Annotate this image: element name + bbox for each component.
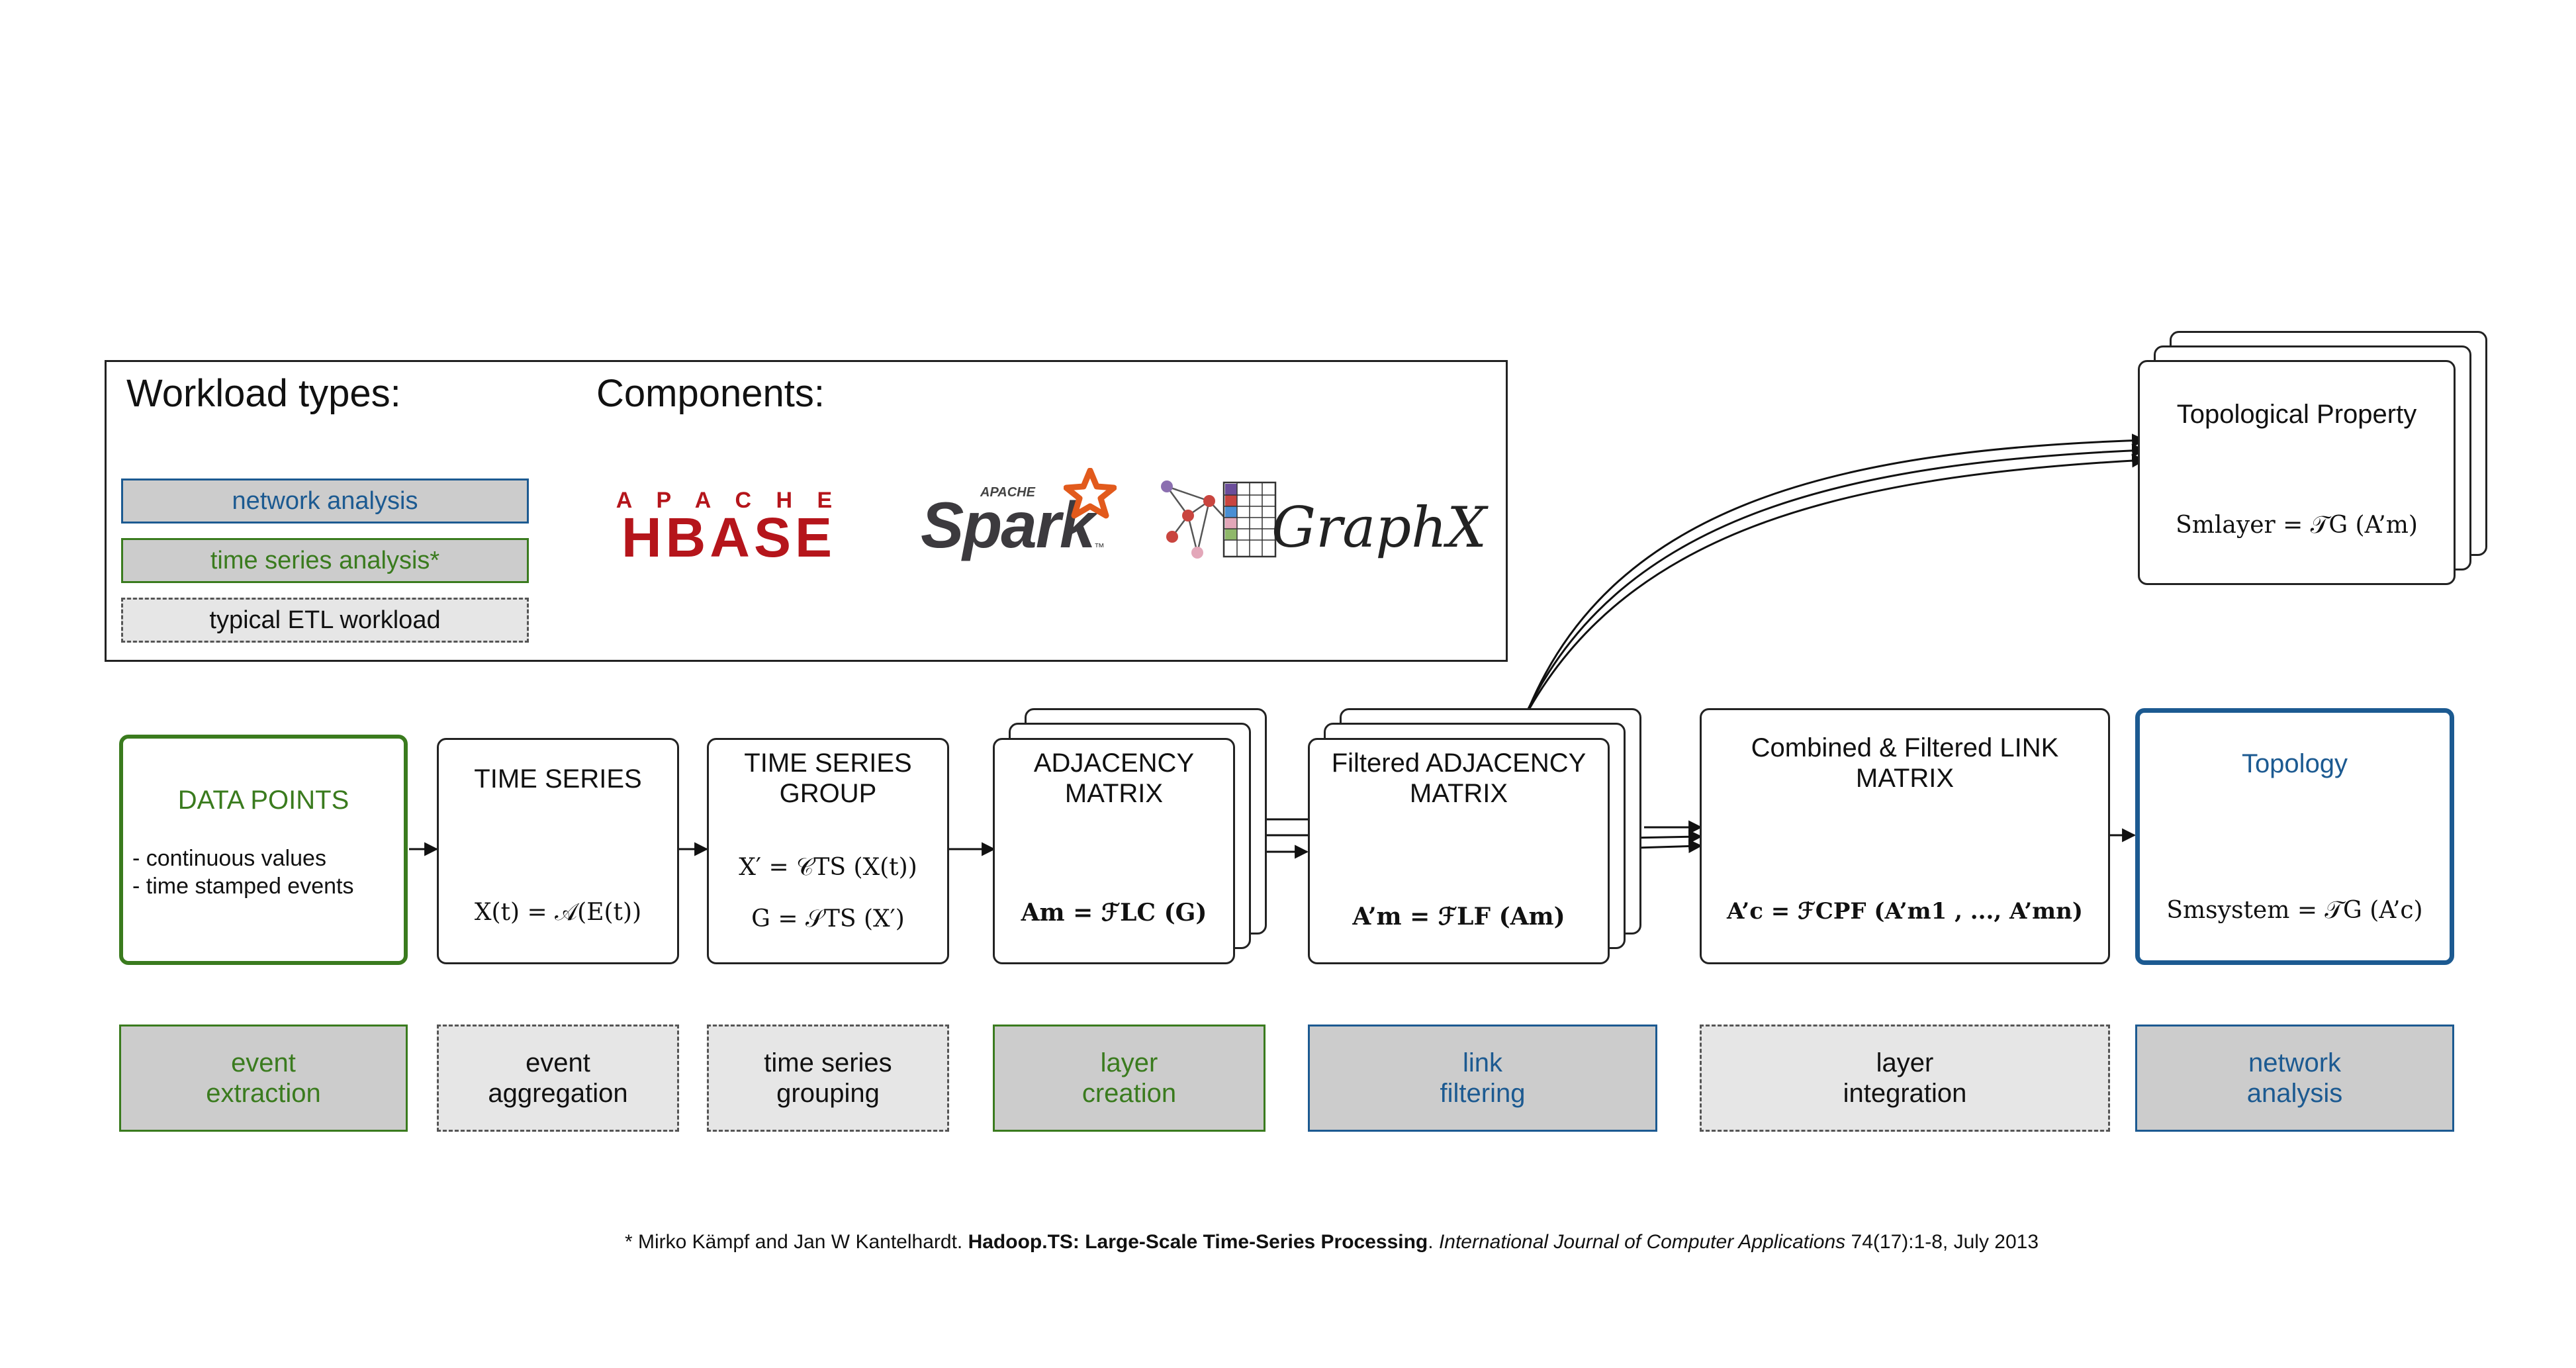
hbase-logo-apache-text: A P A C H E: [616, 488, 842, 513]
data-points-title: DATA POINTS: [177, 786, 349, 815]
spark-logo: APACHE Spark ™: [921, 468, 1126, 567]
topological-property-formula: Smlayer = 𝒯G (A’m): [2176, 512, 2418, 539]
topology-title: Topology: [2241, 749, 2348, 778]
components-heading: Components:: [596, 372, 825, 415]
hbase-logo: A P A C H E HBASE: [596, 488, 874, 567]
adjacency-title-line-2: MATRIX: [1064, 779, 1164, 808]
legend-time-series-analysis: time series analysis*: [121, 538, 529, 583]
filtered-formula: A’m = ℱLF (Am): [1352, 903, 1565, 931]
step-data-points: DATA POINTS - continuous values - time s…: [119, 735, 408, 965]
footnote-journal: International Journal of Computer Applic…: [1438, 1231, 1846, 1253]
step-topological-property: Topological Property Smlayer = 𝒯G (A’m): [2138, 360, 2456, 585]
legend-panel: Workload types: Components: network anal…: [105, 360, 1508, 662]
combined-formula: A’c = ℱCPF (A’m1 , ..., A’mn): [1727, 898, 2083, 925]
arrow-filtered-to-combined-2: [1629, 829, 1703, 844]
workload-network-analysis: network analysis: [2135, 1025, 2454, 1132]
step-filtered-adjacency-matrix: Filtered ADJACENCY MATRIX A’m = ℱLF (Am): [1308, 738, 1610, 964]
data-points-bullet-1: - continuous values: [132, 846, 326, 871]
workload-time-series-grouping: time series grouping: [707, 1025, 949, 1132]
filtered-title-line-1: Filtered ADJACENCY: [1331, 749, 1587, 778]
ts-group-title-line-2: GROUP: [779, 779, 877, 808]
curve-filtered-to-property-2: [1521, 443, 2146, 722]
footnote-details: 74(17):1-8, July 2013: [1845, 1231, 2039, 1253]
time-series-title: TIME SERIES: [474, 764, 642, 794]
adjacency-formula: Am = ℱLC (G): [1021, 899, 1207, 927]
adjacency-title-line-1: ADJACENCY: [1033, 749, 1195, 778]
workload-event-aggregation: event aggregation: [437, 1025, 679, 1132]
topological-property-title: Topological Property: [2176, 400, 2417, 429]
combined-title-line-1: Combined & Filtered LINK: [1751, 733, 2059, 762]
step-combined-link-matrix: Combined & Filtered LINK MATRIX A’c = ℱC…: [1700, 708, 2110, 964]
curve-filtered-to-property-1: [1528, 433, 2146, 709]
step-adjacency-matrix: ADJACENCY MATRIX Am = ℱLC (G): [993, 738, 1235, 964]
hbase-logo-main-text: HBASE: [621, 506, 837, 569]
data-points-bullet-2: - time stamped events: [132, 874, 354, 899]
workload-types-heading: Workload types:: [126, 372, 401, 415]
spark-star-icon: [1064, 468, 1117, 519]
legend-network-analysis: network analysis: [121, 479, 529, 524]
topology-formula: Smsystem = 𝒯G (A’c): [2166, 897, 2423, 924]
ts-group-title-line-1: TIME SERIES: [744, 749, 912, 778]
legend-etl-workload: typical ETL workload: [121, 598, 529, 643]
combined-title-line-2: MATRIX: [1855, 764, 1955, 793]
curve-filtered-to-property-3: [1514, 453, 2146, 735]
graphx-logo: GraphX: [1159, 479, 1503, 578]
step-time-series-group: TIME SERIES GROUP X′ = 𝒞TS (X(t)) G = 𝒮T…: [707, 738, 949, 964]
ts-group-formula-1: X′ = 𝒞TS (X(t)): [739, 854, 917, 881]
spark-trademark: ™: [1094, 542, 1105, 553]
workload-event-extraction: event extraction: [119, 1025, 408, 1132]
graphx-graph-icon: [1161, 480, 1277, 559]
ts-group-formula-2: G = 𝒮TS (X′): [751, 905, 905, 933]
footnote-authors: * Mirko Kämpf and Jan W Kantelhardt.: [625, 1231, 968, 1253]
filtered-title-line-2: MATRIX: [1409, 779, 1508, 808]
spark-logo-apache-text: APACHE: [980, 485, 1035, 500]
step-time-series: TIME SERIES X(t) = 𝒜(E(t)): [437, 738, 679, 964]
footnote: * Mirko Kämpf and Jan W Kantelhardt. Had…: [625, 1231, 2039, 1254]
workload-layer-creation: layer creation: [993, 1025, 1265, 1132]
spark-logo-main-text: Spark: [921, 488, 1095, 561]
workload-layer-integration: layer integration: [1700, 1025, 2110, 1132]
workload-link-filtering: link filtering: [1308, 1025, 1657, 1132]
footnote-title: Hadoop.TS: Large-Scale Time-Series Proce…: [968, 1231, 1428, 1253]
footnote-separator: .: [1428, 1231, 1439, 1253]
step-topology: Topology Smsystem = 𝒯G (A’c): [2135, 708, 2454, 965]
graphx-logo-text: GraphX: [1271, 495, 1487, 560]
time-series-formula: X(t) = 𝒜(E(t)): [474, 899, 642, 926]
